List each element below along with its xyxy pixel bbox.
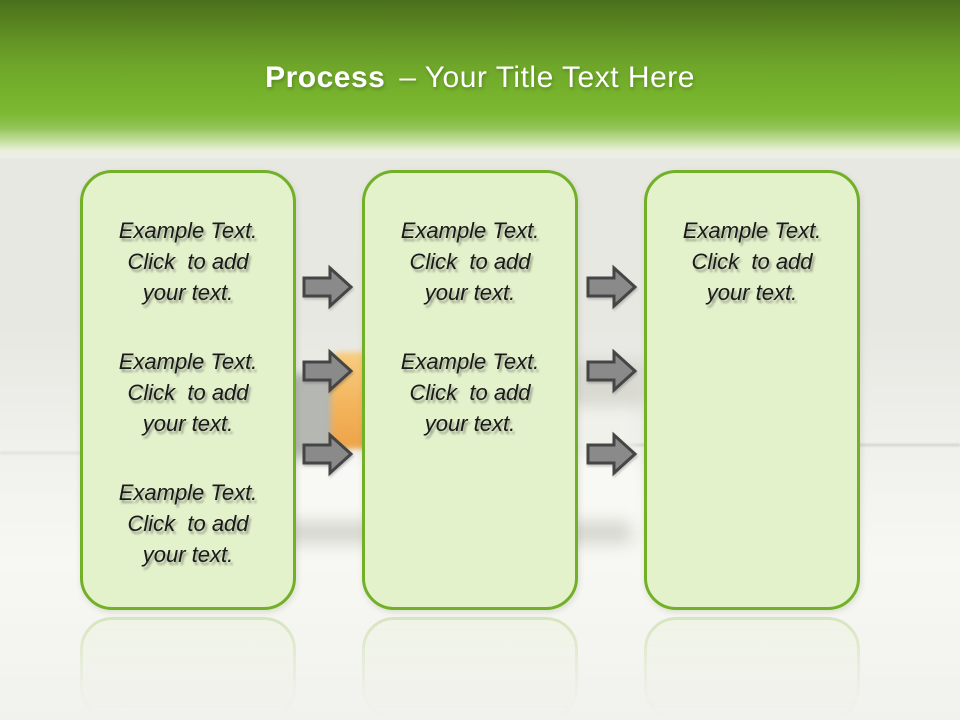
placeholder-text: Example Text. Click to add your text. — [400, 218, 540, 305]
placeholder-text: Example Text. Click to add your text. — [118, 349, 258, 436]
box-reflection — [80, 617, 296, 720]
right-arrow-icon — [301, 264, 355, 310]
header-band: Process – Your Title Text Here — [0, 0, 960, 160]
right-arrow-icon — [585, 348, 639, 394]
process-box-1[interactable]: Example Text. Click to add your text. Ex… — [80, 170, 296, 610]
title-subtitle: – Your Title Text Here — [399, 61, 695, 94]
right-arrow-icon — [301, 348, 355, 394]
slide-title: Process – Your Title Text Here — [0, 58, 960, 98]
right-arrow-icon — [585, 431, 639, 477]
placeholder-text: Example Text. Click to add your text. — [400, 349, 540, 436]
right-arrow-icon — [301, 431, 355, 477]
process-box-3[interactable]: Example Text. Click to add your text. — [644, 170, 860, 610]
title-emphasis: Process — [265, 61, 386, 94]
box-reflection — [644, 617, 860, 720]
process-box-2[interactable]: Example Text. Click to add your text. Ex… — [362, 170, 578, 610]
right-arrow-icon — [585, 264, 639, 310]
box-reflection — [362, 617, 578, 720]
placeholder-text: Example Text. Click to add your text. — [118, 480, 258, 567]
placeholder-text: Example Text. Click to add your text. — [682, 218, 822, 305]
placeholder-text: Example Text. Click to add your text. — [118, 218, 258, 305]
